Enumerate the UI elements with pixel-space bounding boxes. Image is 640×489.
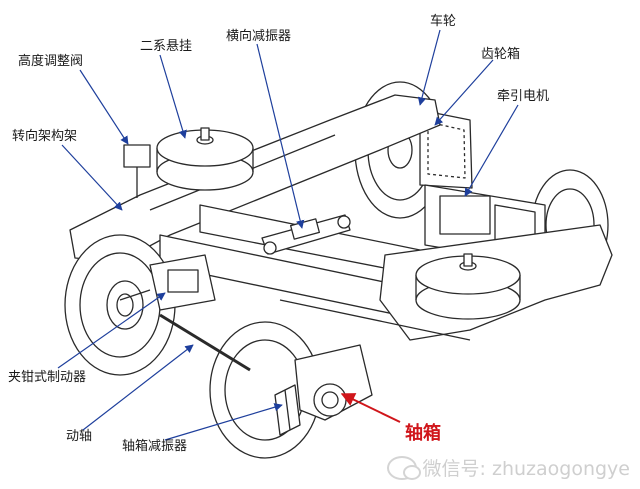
front-left-wheel bbox=[64, 234, 176, 376]
arrow-axlebox bbox=[340, 393, 401, 423]
air-spring-right bbox=[415, 253, 521, 320]
label-caliper-brake: 夹钳式制动器 bbox=[8, 370, 87, 385]
label-height-valve: 高度调整阀 bbox=[18, 54, 84, 69]
watermark-text: 微信号: zhuzaogongye bbox=[422, 458, 630, 480]
label-lateral-damper: 横向减振器 bbox=[226, 29, 292, 44]
arrow-axlebox-damper bbox=[164, 403, 283, 441]
arrow-bogie-frame bbox=[61, 144, 123, 211]
label-secondary-suspension: 二系悬挂 bbox=[140, 39, 193, 54]
watermark: 微信号: zhuzaogongye bbox=[386, 454, 630, 481]
arrow-traction-motor bbox=[464, 104, 519, 197]
arrow-height-valve bbox=[79, 69, 129, 145]
arrow-secondary-suspension bbox=[159, 54, 187, 139]
air-spring-left bbox=[156, 127, 254, 191]
label-axlebox: 轴箱 bbox=[405, 423, 441, 444]
label-gearbox: 齿轮箱 bbox=[481, 47, 521, 62]
arrow-motor-axle bbox=[82, 344, 194, 431]
axlebox-damper-shape bbox=[274, 384, 301, 436]
label-axlebox-damper: 轴箱减振器 bbox=[122, 439, 188, 454]
label-wheel: 车轮 bbox=[430, 14, 457, 29]
height-valve-shape bbox=[123, 144, 151, 198]
caliper-brake-shape bbox=[119, 254, 216, 311]
wechat-icon bbox=[386, 455, 421, 480]
arrow-gearbox bbox=[434, 59, 494, 126]
label-bogie-frame: 转向架构架 bbox=[12, 129, 78, 144]
label-motor-axle: 动轴 bbox=[66, 429, 93, 444]
arrow-wheel bbox=[417, 29, 441, 106]
motor-axle-shape bbox=[159, 313, 251, 372]
label-traction-motor: 牵引电机 bbox=[497, 89, 550, 104]
arrow-lateral-damper bbox=[256, 43, 305, 229]
arrow-caliper-brake bbox=[57, 292, 166, 369]
